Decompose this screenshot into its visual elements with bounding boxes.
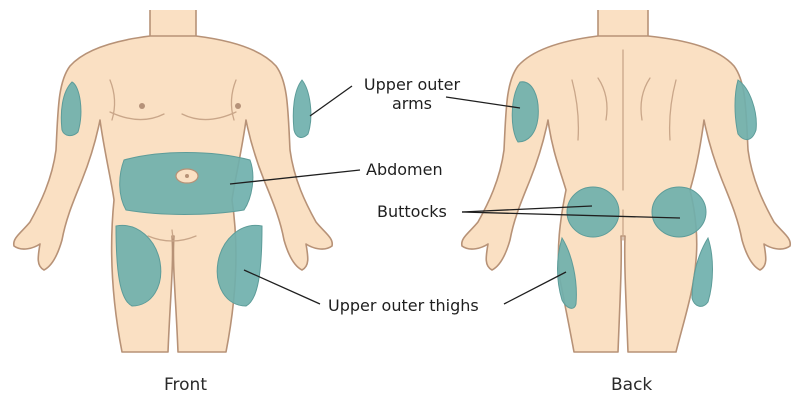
back-buttock-site-right xyxy=(652,187,706,237)
front-arm-site-right xyxy=(293,80,311,137)
back-arm-site-right xyxy=(735,80,756,140)
label-upper-outer-arms-line2: arms xyxy=(352,94,472,113)
label-upper-outer-arms-line1: Upper outer xyxy=(352,75,472,94)
caption-front: Front xyxy=(164,375,207,395)
caption-back: Back xyxy=(611,375,652,395)
label-buttocks: Buttocks xyxy=(377,202,447,221)
back-buttock-site-left xyxy=(567,187,619,237)
label-upper-outer-thighs: Upper outer thighs xyxy=(328,296,479,315)
label-abdomen: Abdomen xyxy=(366,160,443,179)
front-body-figure xyxy=(14,10,333,352)
label-upper-outer-arms: Upper outer arms xyxy=(352,75,472,113)
